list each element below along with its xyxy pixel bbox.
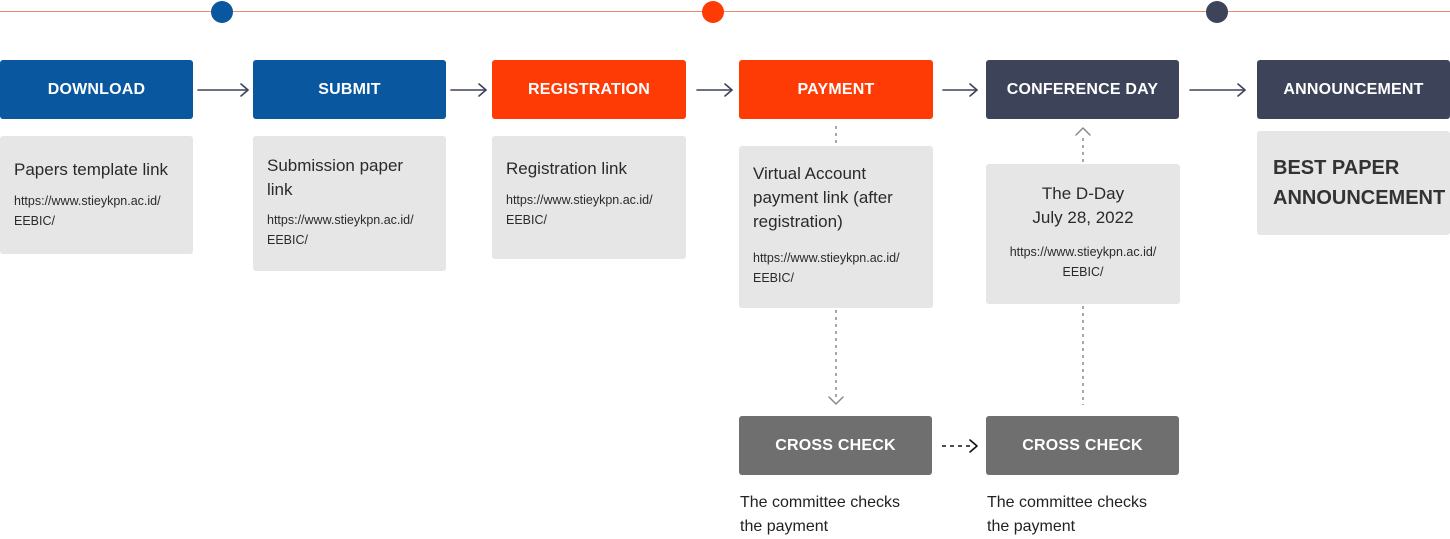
arrow-up-icon: [1075, 127, 1091, 136]
card-link: https://www.stieykpn.ac.id/ EEBIC/: [506, 190, 672, 230]
link-line: EEBIC/: [506, 213, 547, 227]
cross-check-payment: CROSS CHECK: [739, 416, 932, 475]
arrow-right-icon: [696, 83, 733, 97]
link-line: EEBIC/: [753, 271, 794, 285]
card-registration: Registration link https://www.stieykpn.a…: [492, 136, 686, 259]
link-line: https://www.stieykpn.ac.id/: [14, 194, 161, 208]
note-line: the payment: [987, 518, 1076, 535]
card-link: https://www.stieykpn.ac.id/ EEBIC/: [267, 210, 432, 250]
card-title-line: July 28, 2022: [1032, 208, 1134, 227]
card-conference-day: The D-Day July 28, 2022 https://www.stie…: [986, 164, 1180, 304]
card-title-line: Submission paper: [267, 156, 404, 175]
step-announcement: ANNOUNCEMENT: [1257, 60, 1450, 119]
step-submit: SUBMIT: [253, 60, 446, 119]
arrow-down-icon: [828, 396, 844, 405]
card-title: Registration link: [506, 159, 627, 178]
link-line: EEBIC/: [14, 214, 55, 228]
note-line: The committee checks: [987, 494, 1148, 511]
link-line: https://www.stieykpn.ac.id/: [267, 213, 414, 227]
card-payment: Virtual Account payment link (after regi…: [739, 146, 933, 308]
card-announcement: BEST PAPER ANNOUNCEMENT: [1257, 131, 1450, 235]
link-line: EEBIC/: [1062, 265, 1104, 279]
link-line: https://www.stieykpn.ac.id/: [506, 193, 653, 207]
card-title-line: Virtual Account: [753, 164, 867, 183]
timeline-dot-slate: [1206, 1, 1228, 23]
card-download: Papers template link https://www.stieykp…: [0, 136, 193, 254]
step-conference-day: CONFERENCE DAY: [986, 60, 1179, 119]
timeline-dot-orange: [702, 1, 724, 23]
cross-check-conference: CROSS CHECK: [986, 416, 1179, 475]
timeline-dot-blue: [211, 1, 233, 23]
link-line: EEBIC/: [267, 233, 308, 247]
step-payment: PAYMENT: [739, 60, 933, 119]
link-line: https://www.stieykpn.ac.id/: [1009, 245, 1157, 259]
timeline-line: [0, 11, 1450, 12]
link-line: https://www.stieykpn.ac.id/: [753, 251, 900, 265]
card-link: https://www.stieykpn.ac.id/ EEBIC/: [1000, 242, 1166, 282]
card-title-line: The D-Day: [1041, 184, 1125, 203]
cross-check-note: The committee checks the payment: [740, 491, 900, 539]
card-title-line: BEST PAPER: [1273, 157, 1400, 179]
card-title-line: link: [267, 180, 293, 199]
card-title: Papers template link: [14, 160, 169, 179]
arrow-right-icon: [1189, 83, 1246, 97]
step-download: DOWNLOAD: [0, 60, 193, 119]
card-title-line: registration): [753, 212, 843, 231]
arrow-right-icon: [450, 83, 487, 97]
card-submit: Submission paper link https://www.stieyk…: [253, 136, 446, 271]
dashed-arrow-right-icon: [942, 439, 978, 453]
step-registration: REGISTRATION: [492, 60, 686, 119]
card-link: https://www.stieykpn.ac.id/ EEBIC/: [14, 191, 179, 231]
card-title-line: ANNOUNCEMENT: [1273, 187, 1446, 209]
note-line: the payment: [740, 518, 829, 535]
arrow-right-icon: [197, 83, 249, 97]
arrow-right-icon: [942, 83, 978, 97]
cross-check-note: The committee checks the payment: [987, 491, 1147, 539]
card-link: https://www.stieykpn.ac.id/ EEBIC/: [753, 248, 919, 288]
card-title-line: payment link (after: [753, 188, 893, 207]
note-line: The committee checks: [740, 494, 901, 511]
